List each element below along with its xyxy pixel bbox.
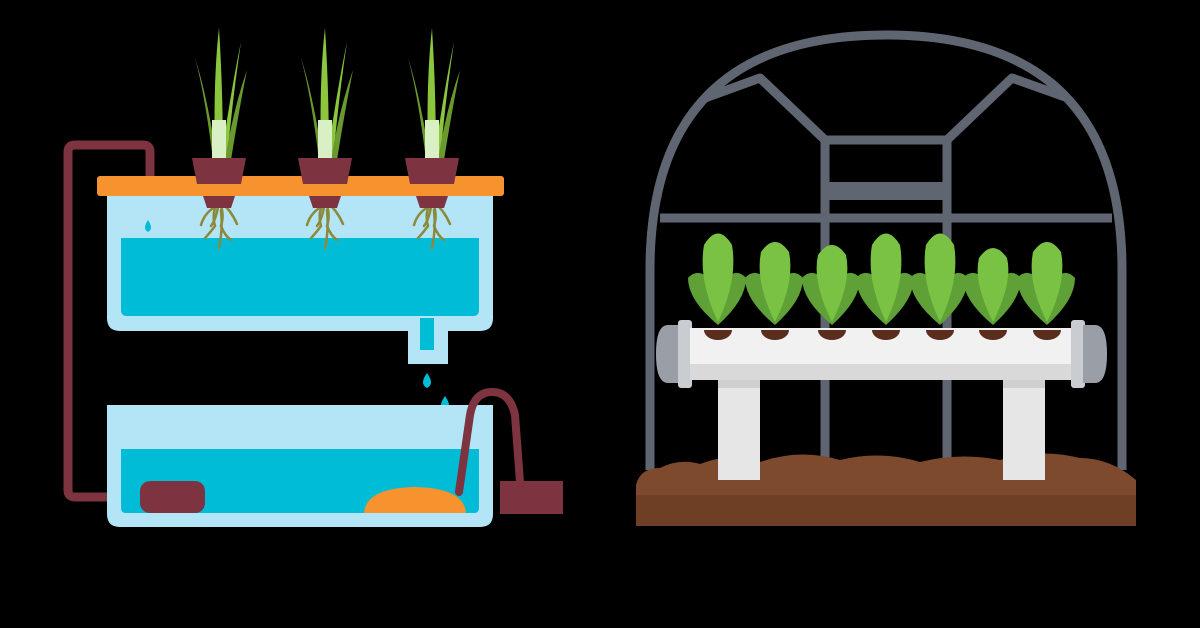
net-pot [818, 330, 846, 340]
onion-plant-3 [405, 28, 460, 250]
return-pipe [63, 140, 155, 502]
lettuce-plant [745, 242, 803, 340]
air-pump [500, 481, 563, 514]
stand-leg-left [718, 370, 760, 480]
net-pot [979, 330, 1007, 340]
top-tank-water [121, 238, 479, 316]
pipe-cap-right [1083, 325, 1107, 383]
lettuce-row [688, 233, 1075, 340]
top-grow-tank [97, 176, 504, 364]
pot-base [203, 196, 235, 208]
bottom-reservoir [107, 387, 563, 527]
greenhouse-system [636, 30, 1136, 526]
pipe-collar-right [1071, 320, 1085, 388]
arch-brace-right [943, 73, 1070, 144]
onion-plant-2 [298, 28, 353, 250]
onion-leaves [195, 28, 247, 162]
submersible-pump [140, 481, 205, 513]
net-pot [872, 330, 900, 340]
door-panel [829, 182, 943, 200]
pot-base [309, 196, 341, 208]
onion-plant-1 [192, 28, 247, 250]
droplet-icon [423, 373, 431, 388]
lettuce-plant [910, 233, 968, 340]
onion-leaves [301, 28, 353, 162]
lettuce-plant [1017, 242, 1075, 340]
net-pot [926, 330, 954, 340]
droplet-icon [145, 220, 151, 232]
net-pot [761, 330, 789, 340]
stand-leg-right [1003, 370, 1045, 480]
arch-rafter-left [756, 74, 829, 144]
pot [192, 158, 246, 184]
drain-spout-inner [420, 318, 434, 350]
air-line [455, 387, 524, 496]
lettuce-plant [963, 248, 1021, 340]
pot [405, 158, 459, 184]
air-stone [364, 487, 466, 513]
left-hydroponic-system [63, 28, 563, 527]
net-pot [1033, 330, 1061, 340]
pot [298, 158, 352, 184]
pipe-shadow [690, 364, 1074, 380]
arch-outer [645, 30, 1127, 470]
lettuce-plant [688, 233, 746, 340]
pipe-collar-left [678, 320, 692, 388]
lettuce-plant [856, 233, 914, 340]
pot-base [416, 196, 448, 208]
net-pot [704, 330, 732, 340]
lettuce-plant [802, 245, 860, 340]
soil-base [636, 495, 1136, 526]
onion-leaves [408, 28, 460, 162]
